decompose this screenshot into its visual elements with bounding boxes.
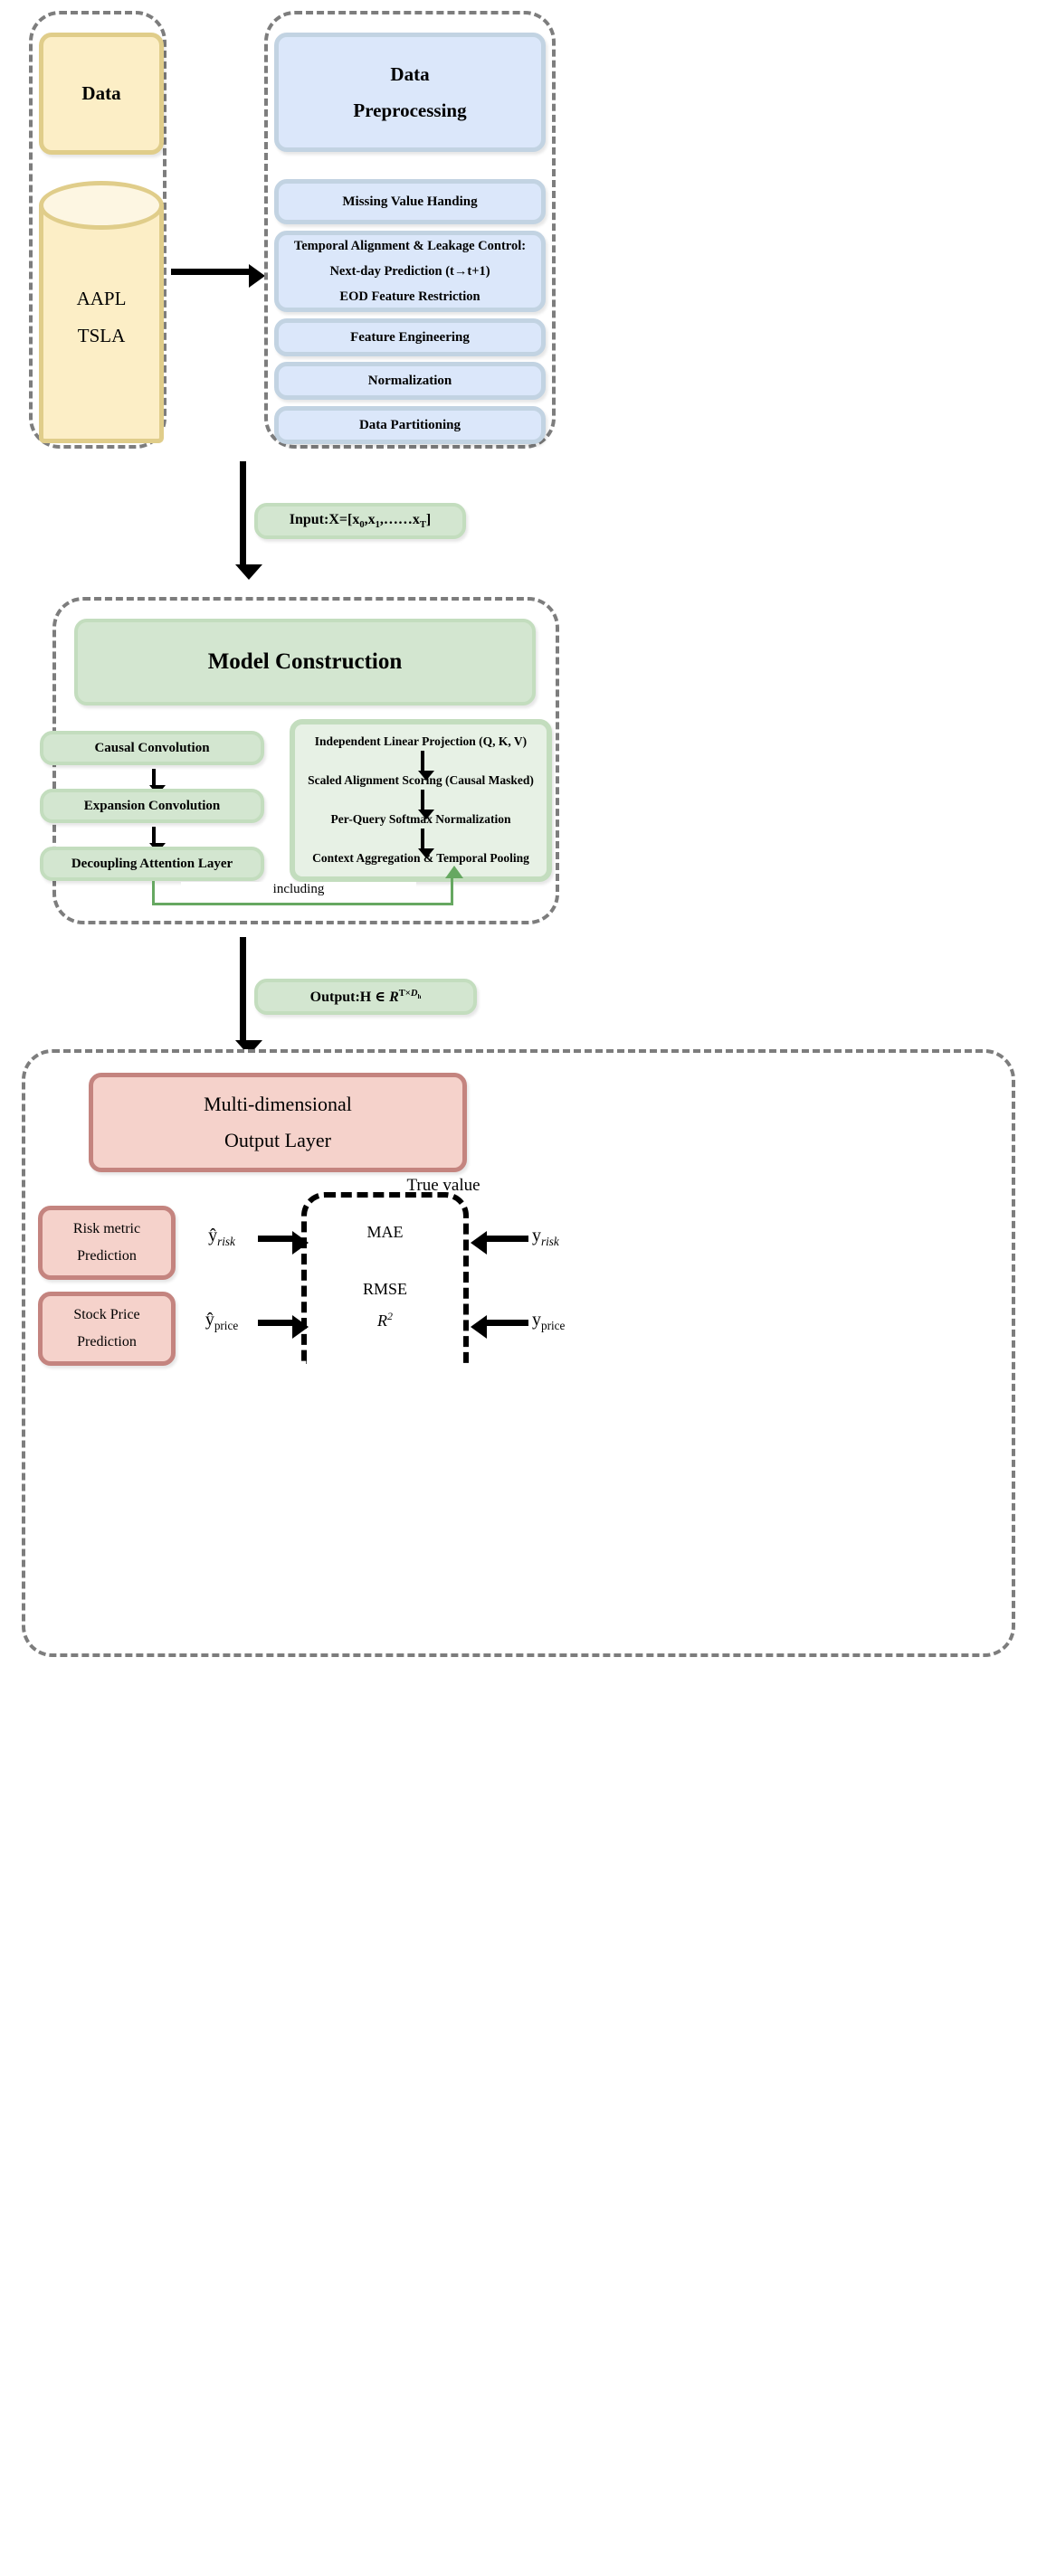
prediction-label-line1: Stock Price [73,1307,140,1322]
attention-step-context-aggregation: Context Aggregation & Temporal Pooling [312,851,529,865]
model-step-label: Causal Convolution [94,740,210,755]
model-step-label: Expansion Convolution [83,798,221,813]
step-label: Feature Engineering [350,329,470,345]
including-connector-arrow [445,866,463,905]
arrow-data-to-preprocessing [171,264,265,288]
preprocessing-title-box: Data Preprocessing [274,33,546,152]
arrow-risk-pred-to-eval [258,1231,309,1255]
model-left-causal-convolution: Causal Convolution [40,731,264,765]
cylinder-top [39,181,164,230]
model-title-label: Model Construction [207,649,403,674]
prediction-label-line2: Prediction [77,1334,137,1350]
arrow-softmax-to-aggregation [418,829,434,858]
output-connector-label: Output:H ∈ RT×Dh [309,988,422,1005]
step-label: Normalization [367,373,452,388]
arrow-projection-to-scoring [418,751,434,781]
arrow-true-price-to-eval [471,1315,528,1339]
step-label: Missing Value Handing [342,194,478,209]
metric-r-squared: R2 [377,1310,393,1330]
risk-metric-prediction-box: Risk metric Prediction [38,1206,176,1280]
preprocessing-step-normalization: Normalization [274,362,546,400]
step-label-line2: Next-day Prediction (t→t+1) [329,264,490,279]
arrow-true-risk-to-eval [471,1231,528,1255]
model-title-box: Model Construction [74,619,536,706]
preprocessing-title-line2: Preprocessing [353,99,467,121]
predicted-symbol-price: ŷprice [205,1310,239,1332]
arrow-price-pred-to-eval [258,1315,309,1339]
preprocessing-step-missing-value: Missing Value Handing [274,179,546,224]
preprocessing-step-temporal-alignment: Temporal Alignment & Leakage Control: Ne… [274,231,546,312]
data-title-label: Data [81,82,121,104]
model-left-decoupling-attention-layer: Decoupling Attention Layer [40,847,264,881]
arrow-causal-to-expansion [149,769,166,795]
predicted-symbol-risk: ŷrisk [208,1226,235,1248]
true-value-label: True value [406,1176,480,1195]
attention-step-linear-projection: Independent Linear Projection (Q, K, V) [314,734,528,748]
preprocessing-step-data-partitioning: Data Partitioning [274,406,546,444]
data-title-box: Data [39,33,164,155]
output-connector-box: Output:H ∈ RT×Dh [254,979,477,1015]
prediction-label-line1: Risk metric [72,1221,141,1236]
cylinder-label-aapl: AAPL [76,288,127,310]
metric-rmse: RMSE [362,1280,408,1298]
prediction-label-line2: Prediction [77,1248,137,1264]
model-step-label: Decoupling Attention Layer [71,856,233,871]
model-left-expansion-convolution: Expansion Convolution [40,789,264,823]
step-label: Data Partitioning [358,417,461,432]
attention-step-alignment-scoring: Scaled Alignment Scoring (Causal Masked) [308,773,534,787]
arrow-preprocessing-to-input [235,461,262,580]
input-connector-box: Input:X=[x0,x1,……xT] [254,503,466,539]
input-connector-label: Input:X=[x0,x1,……xT] [289,511,432,531]
multi-dimensional-output-layer-box: Multi-dimensional Output Layer [89,1073,467,1172]
stock-price-prediction-box: Stock Price Prediction [38,1292,176,1366]
attention-step-softmax-normalization: Per-Query Softmax Normalization [330,812,511,826]
cylinder-body [39,204,164,443]
including-connector-label: including [181,882,416,897]
arrow-scoring-to-softmax [418,790,434,819]
output-layer-title-line2: Output Layer [224,1129,331,1151]
output-group [22,1049,1015,1657]
including-connector-path [152,881,451,905]
output-layer-title-line1: Multi-dimensional [204,1093,352,1115]
step-label-line3: EOD Feature Restriction [339,289,480,304]
cylinder-label-tsla: TSLA [77,324,126,346]
preprocessing-title-line1: Data [390,63,430,85]
arrow-model-to-output [235,937,262,1056]
data-cylinder: AAPL TSLA [39,181,164,443]
true-symbol-price: yprice [532,1310,566,1332]
step-label-line1: Temporal Alignment & Leakage Control: [293,239,527,253]
evaluation-metrics-bracket [301,1192,469,1364]
true-symbol-risk: yrisk [532,1226,559,1248]
preprocessing-step-feature-engineering: Feature Engineering [274,318,546,356]
metric-mae: MAE [366,1223,404,1241]
arrow-expansion-to-attention [149,827,166,853]
